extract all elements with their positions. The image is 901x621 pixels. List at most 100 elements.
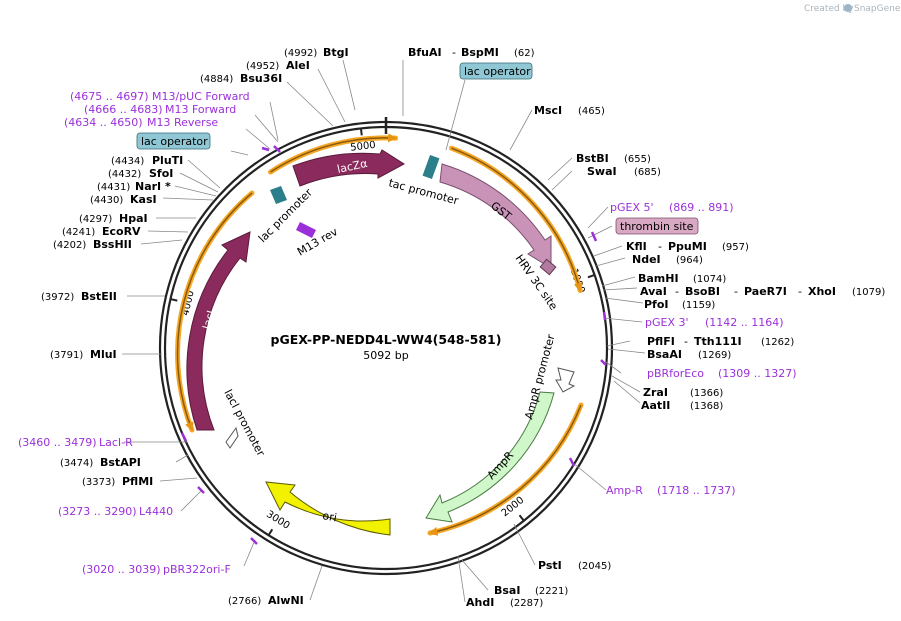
primer-amp-r[interactable]: Amp-R (1718 .. 1737) (606, 484, 736, 497)
sfoi-position: (4432) (108, 169, 141, 180)
site-avai-xhoi[interactable]: AvaI - BsoBI - PaeR7I - XhoI (1079) (640, 285, 885, 298)
ahdi-name: AhdI (466, 596, 494, 609)
site-mlui[interactable]: (3791) MluI (50, 348, 117, 361)
site-bamhi[interactable]: BamHI (1074) (638, 272, 726, 285)
ecorv-name: EcoRV (102, 225, 141, 238)
primer-pgex3[interactable]: pGEX 3' (1142 .. 1164) (645, 316, 784, 329)
pflfi-name: PflFI (647, 335, 675, 348)
site-sfoi[interactable]: (4432) SfoI (108, 167, 173, 180)
aatii-name: AatII (641, 399, 670, 412)
m13-puc-forward-name: M13/pUC Forward (152, 90, 250, 103)
site-pflfi-tth111i[interactable]: PflFI - Tth111I (1262) (647, 335, 794, 348)
laci-label: lacI (200, 309, 217, 331)
ampr-feature-arrow[interactable] (425, 391, 555, 523)
pflfi-separator: - (684, 335, 688, 348)
avai-sep2: - (734, 285, 738, 298)
site-kasi[interactable]: (4430) KasI (90, 193, 157, 206)
pgex3-range: (1142 .. 1164) (705, 316, 784, 329)
site-msci[interactable]: MscI (465) (534, 104, 605, 117)
credit-brand: SnapGene (854, 4, 901, 14)
kfli-name: KflI (626, 240, 647, 253)
lac-operator-top-box[interactable]: lac operator (459, 62, 533, 80)
hrv-3c-site-label: HRV 3C site (513, 252, 561, 312)
site-alwni[interactable]: (2766) AlwNI (228, 594, 304, 607)
alei-name: AleI (286, 59, 310, 72)
bfuai-name: BfuAI (408, 46, 442, 59)
bstbi-position: (655) (624, 154, 651, 165)
kfli-separator: - (658, 240, 662, 253)
site-bstbi[interactable]: BstBI (655) (576, 152, 651, 165)
leader-lines (122, 59, 646, 603)
site-bsai[interactable]: BsaI (2221) (494, 584, 568, 597)
pflmi-position: (3373) (82, 477, 115, 488)
bspmi-name: BspMI (461, 46, 499, 59)
site-bsaai[interactable]: BsaAI (1269) (647, 348, 731, 361)
site-bfuai-bspmi[interactable]: BfuAI - BspMI (62) (408, 46, 535, 59)
site-bsteii[interactable]: (3972) BstEII (41, 290, 117, 303)
lac-operator-left-box[interactable]: lac operator (136, 132, 211, 150)
avai-sep3: - (798, 285, 802, 298)
tac-promoter-site-marker (422, 154, 440, 180)
hpai-name: HpaI (119, 212, 148, 225)
pgex5-name: pGEX 5' (610, 201, 654, 214)
site-bsshii[interactable]: (4202) BssHII (53, 238, 132, 251)
tick-label-3000: 3000 (264, 509, 291, 532)
plasmid-name: pGEX-PP-NEDD4L-WW4(548-581) (271, 332, 502, 347)
kfli-position: (957) (722, 242, 749, 253)
site-zrai[interactable]: ZraI (1366) (643, 386, 723, 399)
site-psti[interactable]: PstI (2045) (538, 559, 611, 572)
ndei-position: (964) (676, 255, 703, 266)
site-kfli-ppumi[interactable]: KflI - PpuMI (957) (626, 240, 749, 253)
site-nari[interactable]: (4431) NarI * (97, 180, 171, 193)
pluti-name: PluTI (152, 154, 183, 167)
primer-m13-puc-forward[interactable]: (4675 .. 4697) M13/pUC Forward (70, 90, 250, 103)
site-hpai[interactable]: (4297) HpaI (79, 212, 148, 225)
tth111i-name: Tth111I (694, 335, 742, 348)
thrombin-site-box[interactable]: thrombin site (615, 217, 699, 235)
site-alei[interactable]: (4952) AleI (246, 59, 310, 72)
primer-l4440[interactable]: (3273 .. 3290) L4440 (58, 505, 173, 518)
site-bstapi[interactable]: (3474) BstAPI (60, 456, 141, 469)
site-pluti[interactable]: (4434) PluTI (111, 154, 183, 167)
ori-feature-arrow[interactable] (265, 481, 391, 536)
tick-label-5000: 5000 (350, 140, 377, 154)
site-aatii[interactable]: AatII (1368) (641, 399, 723, 412)
ampr-promoter-arrow (555, 367, 576, 393)
primer-laci-r[interactable]: (3460 .. 3479) LacI-R (18, 436, 133, 449)
m13-forward-range: (4666 .. 4683) (84, 103, 163, 116)
avai-name: AvaI (640, 285, 667, 298)
bsteii-position: (3972) (41, 292, 74, 303)
laci-feature-arrow[interactable] (186, 231, 251, 431)
site-btgi[interactable]: (4992) BtgI (284, 46, 349, 59)
primer-pbr322ori-f[interactable]: (3020 .. 3039) pBR322ori-F (82, 563, 231, 576)
bstapi-position: (3474) (60, 458, 93, 469)
pflfi-position: (1262) (761, 337, 794, 348)
bsai-name: BsaI (494, 584, 520, 597)
primer-pbrforeco[interactable]: pBRforEco (1309 .. 1327) (647, 367, 797, 380)
site-ahdi[interactable]: AhdI (2287) (466, 596, 543, 609)
gst-feature-arrow[interactable] (439, 163, 552, 269)
pflmi-name: PflMI (122, 475, 153, 488)
site-pfoi[interactable]: PfoI (1159) (644, 298, 715, 311)
ecorv-position: (4241) (62, 227, 95, 238)
site-bsu36i[interactable]: (4884) Bsu36I (200, 72, 282, 85)
primer-pgex5[interactable]: pGEX 5' (869 .. 891) (610, 201, 734, 214)
primer-m13-reverse[interactable]: (4634 .. 4650) M13 Reverse (64, 116, 218, 129)
primer-m13-forward[interactable]: (4666 .. 4683) M13 Forward (84, 103, 236, 116)
site-swai[interactable]: SwaI (685) (587, 165, 661, 178)
alei-position: (4952) (246, 61, 279, 72)
tick-mark-5000 (359, 128, 363, 136)
lac-operator-left-label: lac operator (141, 135, 208, 148)
pbrforeco-range: (1309 .. 1327) (718, 367, 797, 380)
site-pflmi[interactable]: (3373) PflMI (82, 475, 153, 488)
lacza-feature-arrow[interactable] (292, 149, 405, 187)
laci-promoter-arrow (225, 426, 239, 449)
site-ndei[interactable]: NdeI (964) (632, 253, 703, 266)
swai-name: SwaI (587, 165, 617, 178)
plasmid-size: 5092 bp (363, 349, 408, 362)
swai-position: (685) (634, 167, 661, 178)
site-ecorv[interactable]: (4241) EcoRV (62, 225, 141, 238)
zrai-name: ZraI (643, 386, 668, 399)
psti-position: (2045) (578, 561, 611, 572)
hpai-position: (4297) (79, 214, 112, 225)
